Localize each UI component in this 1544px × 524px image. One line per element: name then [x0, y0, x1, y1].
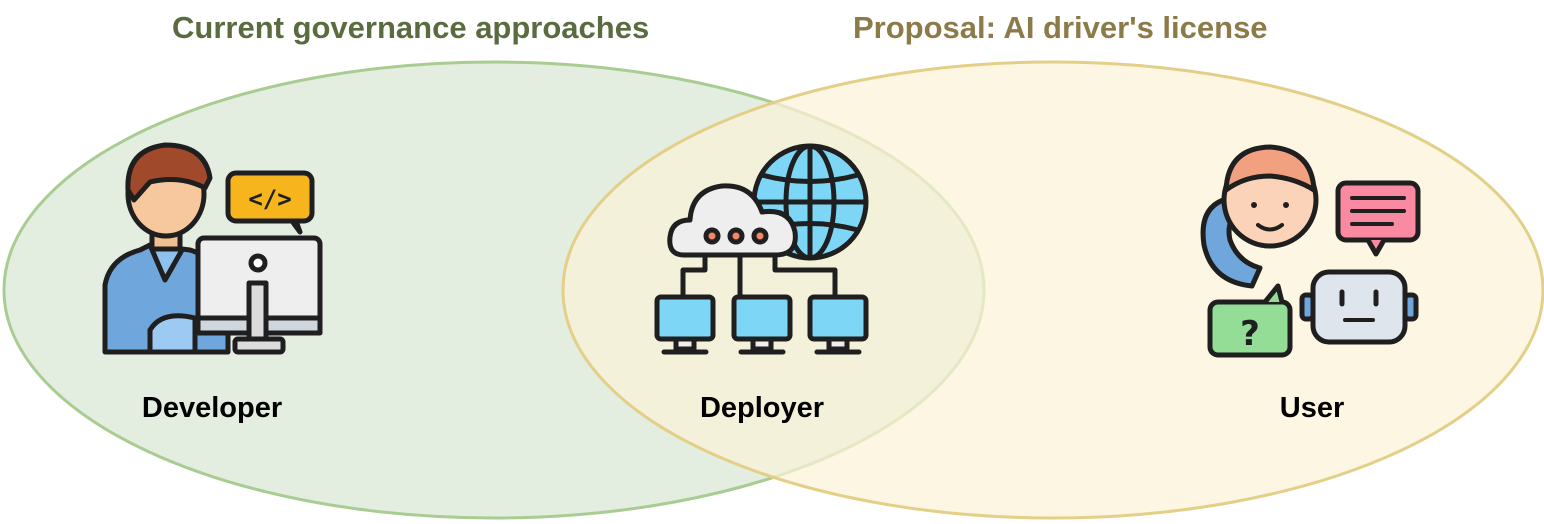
- developer-at-computer-icon: </>: [102, 142, 323, 355]
- cloud-globe-network-icon: [654, 143, 869, 355]
- deployer-label: Deployer: [699, 392, 825, 424]
- current-governance-heading: Current governance approaches: [172, 10, 650, 45]
- svg-text:?: ?: [1240, 314, 1260, 354]
- user-label: User: [1279, 392, 1345, 424]
- proposal-heading: Proposal: AI driver's license: [853, 10, 1268, 45]
- user-chatbot-support-icon: ?: [1200, 144, 1421, 358]
- developer-label: Developer: [141, 392, 283, 424]
- svg-text:</>: </>: [248, 185, 291, 213]
